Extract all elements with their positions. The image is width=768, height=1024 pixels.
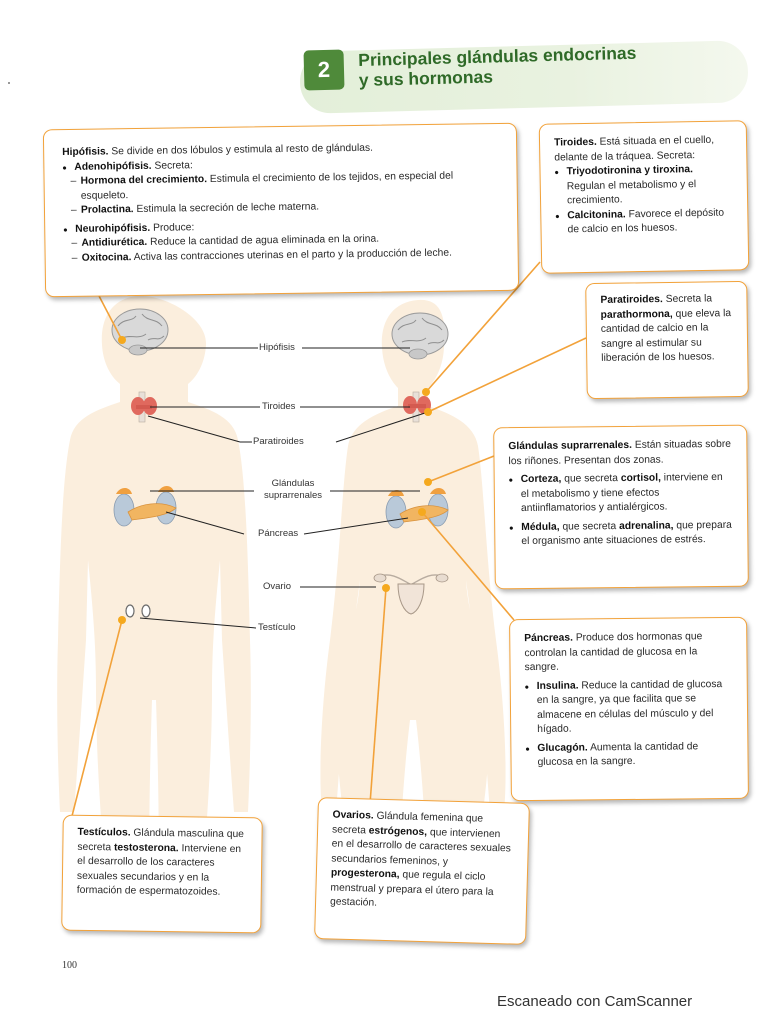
callout-dots xyxy=(118,336,432,624)
pancreas-lead: Páncreas. Produce dos hormonas que contr… xyxy=(524,631,703,674)
female-adrenal-pancreas-icon xyxy=(385,488,449,529)
label-suprarrenales-line-2: suprarrenales xyxy=(263,490,323,501)
medula-item: Médula, que secreta adrenalina, que prep… xyxy=(509,518,733,549)
pancreas-info-box: Páncreas. Produce dos hormonas que contr… xyxy=(509,616,749,802)
scanner-watermark: Escaneado con CamScanner xyxy=(497,993,693,1010)
male-testes-icon xyxy=(125,604,151,618)
tiroides-lead: Tiroides. Está situada en el cuello, del… xyxy=(553,134,715,164)
hipofisis-info-box: Hipófisis. Se divide en dos lóbulos y es… xyxy=(42,122,520,298)
label-glandulas-suprarrenales: Glándulas suprarrenales xyxy=(258,478,328,502)
triyodotironina-item: Triyodotironina y tiroxina. Regulan el m… xyxy=(554,162,733,209)
label-leader-lines xyxy=(139,347,429,629)
female-uterus-ovaries-icon xyxy=(373,573,449,615)
label-pancreas: Páncreas xyxy=(258,528,299,539)
ovarios-info-box: Ovarios. Glándula femenina que secreta e… xyxy=(314,797,530,945)
scan-mark xyxy=(8,82,10,84)
label-paratiroides: Paratiroides xyxy=(253,436,304,447)
label-ovario: Ovario xyxy=(263,581,291,592)
calcitonina-item: Calcitonina. Favorece el depósito de cal… xyxy=(555,206,733,238)
label-testiculo: Testículo xyxy=(258,622,296,633)
male-body-silhouette xyxy=(57,295,251,930)
tiroides-info-box: Tiroides. Está situada en el cuello, del… xyxy=(538,120,750,274)
label-tiroides: Tiroides xyxy=(262,401,296,412)
callout-lines xyxy=(71,261,587,817)
label-suprarrenales-line-1: Glándulas xyxy=(271,478,315,489)
testiculos-info-box: Testículos. Glándula masculina que secre… xyxy=(61,814,263,934)
female-brain-icon xyxy=(391,312,449,360)
suprarrenales-info-box: Glándulas suprarrenales. Están situadas … xyxy=(493,424,749,590)
male-thyroid-icon xyxy=(131,391,157,423)
page-number: 100 xyxy=(62,960,77,971)
label-hipofisis: Hipófisis xyxy=(259,342,295,353)
paratiroides-info-box: Paratiroides. Secreta la parathormona, q… xyxy=(585,280,749,400)
female-body-silhouette xyxy=(320,299,506,931)
corteza-item: Corteza, que secreta cortisol, intervien… xyxy=(509,471,733,517)
suprarrenales-lead: Glándulas suprarrenales. Están situadas … xyxy=(508,438,732,467)
glucagon-item: Glucagón. Aumenta la cantidad de glucosa… xyxy=(525,739,733,770)
insulina-item: Insulina. Reduce la cantidad de glucosa … xyxy=(525,677,734,737)
